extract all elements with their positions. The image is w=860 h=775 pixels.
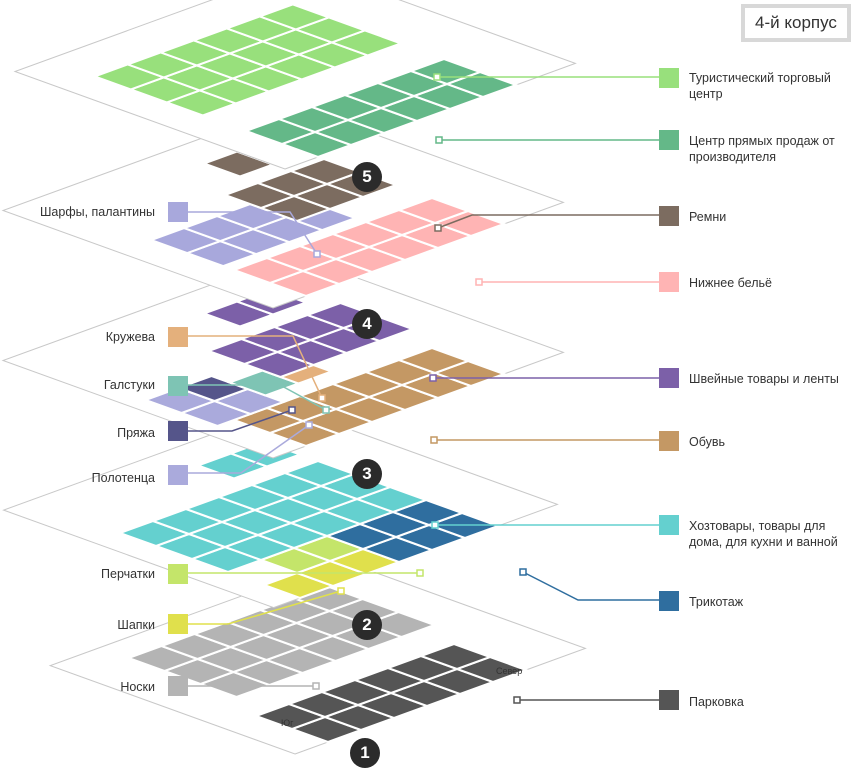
label-household: Хозтовары, товары для дома, для кухни и …: [689, 519, 838, 549]
label-towels: Полотенца: [91, 471, 155, 485]
direct-sales-swatch: [659, 130, 679, 150]
hats-marker: [337, 587, 345, 595]
ties-leader: [178, 384, 327, 411]
shoes-swatch: [659, 431, 679, 451]
knitwear-leader: [522, 571, 669, 601]
towels-leader: [178, 424, 310, 474]
hats-swatch: [168, 614, 188, 634]
label-hats: Шапки: [117, 618, 155, 632]
yarn-block: [175, 374, 251, 403]
label-shoes: Обувь: [689, 435, 726, 449]
floor-badge-3: 3: [352, 459, 382, 489]
socks-swatch: [168, 676, 188, 696]
direct-sales-marker: [435, 136, 443, 144]
label-parking: Парковка: [689, 695, 744, 709]
tourist-center-block: [256, 3, 332, 31]
gloves-swatch: [168, 564, 188, 584]
label-lingerie: Нижнее бельё: [689, 276, 772, 290]
scarves-swatch: [168, 202, 188, 222]
tourist-swatch: [659, 68, 679, 88]
lace-leader: [178, 335, 323, 399]
direction-north-label: Север: [496, 666, 522, 676]
knitwear-swatch: [659, 591, 679, 611]
belts-block: [288, 157, 363, 186]
floor-badge-1: 1: [350, 738, 380, 768]
lace-marker: [318, 394, 326, 402]
ties-swatch: [168, 376, 188, 396]
belts-swatch: [659, 206, 679, 226]
direction-south-label: Юг: [281, 718, 294, 728]
sewing-swatch: [659, 368, 679, 388]
parking-marker: [513, 696, 521, 704]
yarn-swatch: [168, 421, 188, 441]
lace-swatch: [168, 327, 188, 347]
scarves-leader: [178, 211, 318, 255]
ties-marker: [322, 406, 330, 414]
socks-marker: [312, 682, 320, 690]
floor-badge-2: 2: [352, 610, 382, 640]
label-ties: Галстуки: [103, 378, 155, 392]
lingerie-block: [396, 196, 471, 225]
lingerie-marker: [475, 278, 483, 286]
label-gloves: Перчатки: [101, 567, 155, 581]
gloves-marker: [416, 569, 424, 577]
building-title: 4-й корпус: [741, 4, 851, 42]
household-block: [282, 459, 357, 488]
label-belts: Ремни: [689, 210, 727, 224]
lingerie-swatch: [659, 272, 679, 292]
sewing-marker: [429, 374, 437, 382]
yarn-marker: [288, 406, 296, 414]
shoes-marker: [430, 436, 438, 444]
towels-marker: [305, 421, 313, 429]
label-socks: Носки: [120, 680, 155, 694]
label-yarn: Пряжа: [117, 426, 155, 440]
belts-marker: [434, 224, 442, 232]
belts-leader: [437, 214, 669, 229]
scarves-marker: [313, 250, 321, 258]
parking-swatch: [659, 690, 679, 710]
hats-leader: [178, 590, 342, 625]
label-scarves: Шарфы, палантины: [39, 205, 155, 219]
tourist-marker: [433, 73, 441, 81]
label-tourist-center: Туристический торговый центр: [689, 71, 831, 101]
towels-swatch: [168, 465, 188, 485]
floor-badge-4: 4: [352, 309, 382, 339]
floor-badge-5: 5: [352, 162, 382, 192]
label-direct-sales: Центр прямых продаж от производителя: [689, 134, 835, 164]
household-marker: [431, 521, 439, 529]
shoes-block: [396, 346, 471, 375]
label-sewing: Швейные товары и ленты: [689, 372, 839, 386]
household-swatch: [659, 515, 679, 535]
yarn-leader: [178, 409, 293, 432]
label-knitwear: Трикотаж: [689, 595, 744, 609]
knitwear-marker: [519, 568, 527, 576]
parking-block: [418, 642, 493, 671]
label-lace: Кружева: [105, 330, 155, 344]
